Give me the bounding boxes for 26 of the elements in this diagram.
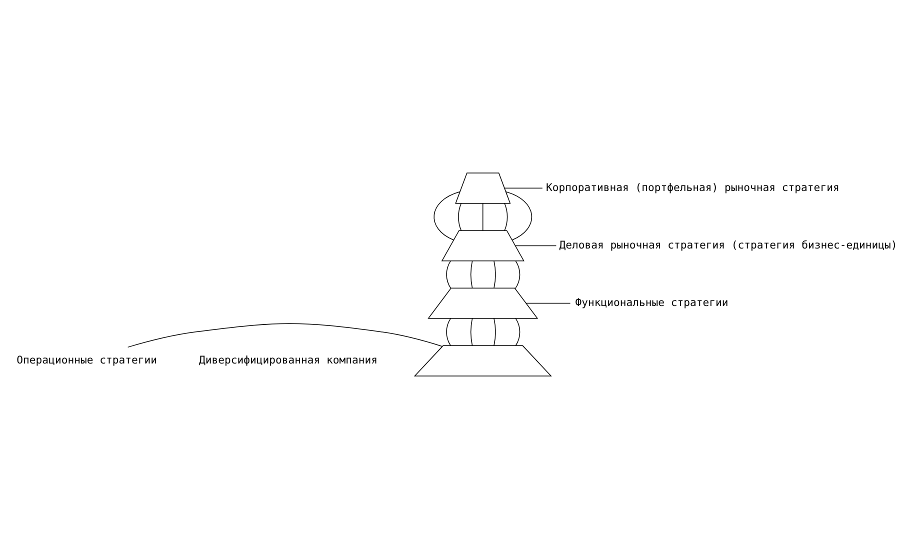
node-trapezoid [455, 172, 511, 204]
connector [458, 202, 462, 230]
connector [504, 202, 508, 230]
node-text: Операционные стратегии [16, 354, 158, 366]
node-trapezoid [428, 287, 538, 318]
connector [494, 318, 496, 346]
node-trapezoid [441, 230, 524, 261]
connector [526, 302, 571, 304]
connector [515, 318, 520, 346]
connector [504, 187, 543, 188]
node-text: Корпоративная (портфельная) рыночная стратегия [546, 181, 840, 194]
connector [434, 190, 460, 240]
node-text: Деловая рыночная стратегия (стратегия бизнес-единицы) [559, 239, 898, 252]
connector [506, 190, 532, 240]
connector [446, 260, 452, 288]
connector [482, 202, 484, 230]
node-trapezoid [414, 344, 552, 376]
connector [127, 322, 443, 348]
connector [515, 244, 557, 246]
connector [514, 260, 520, 289]
node-text: Функциональные стратегии [575, 296, 728, 309]
connector [470, 318, 473, 346]
connector [470, 260, 473, 288]
connector [446, 318, 452, 346]
label: Диверсифицированная компания [198, 354, 378, 366]
connector [494, 260, 496, 288]
